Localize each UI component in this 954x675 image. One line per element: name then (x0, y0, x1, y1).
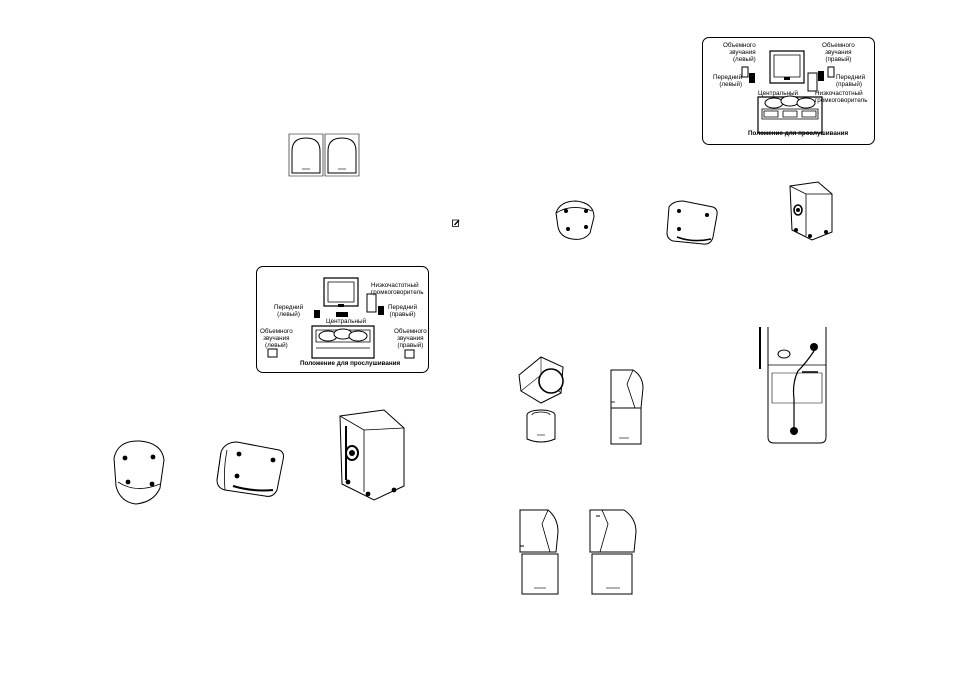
speaker-back-view-small-2 (663, 199, 719, 249)
label-front-right: Передний (правый) (388, 304, 418, 318)
label-surround-right-r: Объемного звучания (правый) (822, 42, 855, 63)
speaker-pair-front-illustration (288, 133, 360, 178)
label-surround-left-r: Объемного звучания (левый) (723, 42, 756, 63)
subwoofer-back-view (334, 406, 408, 502)
note-icon (452, 219, 460, 227)
speaker-pair-assembled-illustration (516, 506, 640, 598)
speaker-back-view-2 (213, 440, 285, 502)
label-front-left: Передний (левый) (274, 304, 304, 318)
placement-diagram-right-drawing (702, 37, 875, 145)
speaker-back-view-small-1 (552, 197, 598, 243)
speaker-back-view-1 (108, 438, 170, 508)
label-subwoofer: Низкочастотный громкоговоритель (371, 282, 424, 296)
label-center: Центральный (326, 318, 367, 325)
label-front-right-r: Передний (правый) (836, 74, 866, 88)
label-subwoofer-r: Низкочастотный громкоговоритель (815, 90, 868, 104)
label-front-left-r: Передний (левый) (713, 74, 743, 88)
label-surround-right: Объемного звучания (правый) (394, 328, 427, 349)
label-center-r: Центральный (758, 90, 799, 97)
speaker-side-assembled-illustration (605, 366, 647, 448)
label-listening-position-r: Положение для прослушивания (748, 130, 849, 137)
speaker-swivel-detach-illustration (513, 353, 575, 448)
placement-diagram-left-drawing (256, 266, 429, 373)
subwoofer-back-view-small (786, 180, 834, 242)
label-listening-position: Положение для прослушивания (300, 360, 401, 367)
label-surround-left: Объемного звучания (левый) (260, 328, 293, 349)
wall-mount-cable-illustration (758, 327, 830, 445)
